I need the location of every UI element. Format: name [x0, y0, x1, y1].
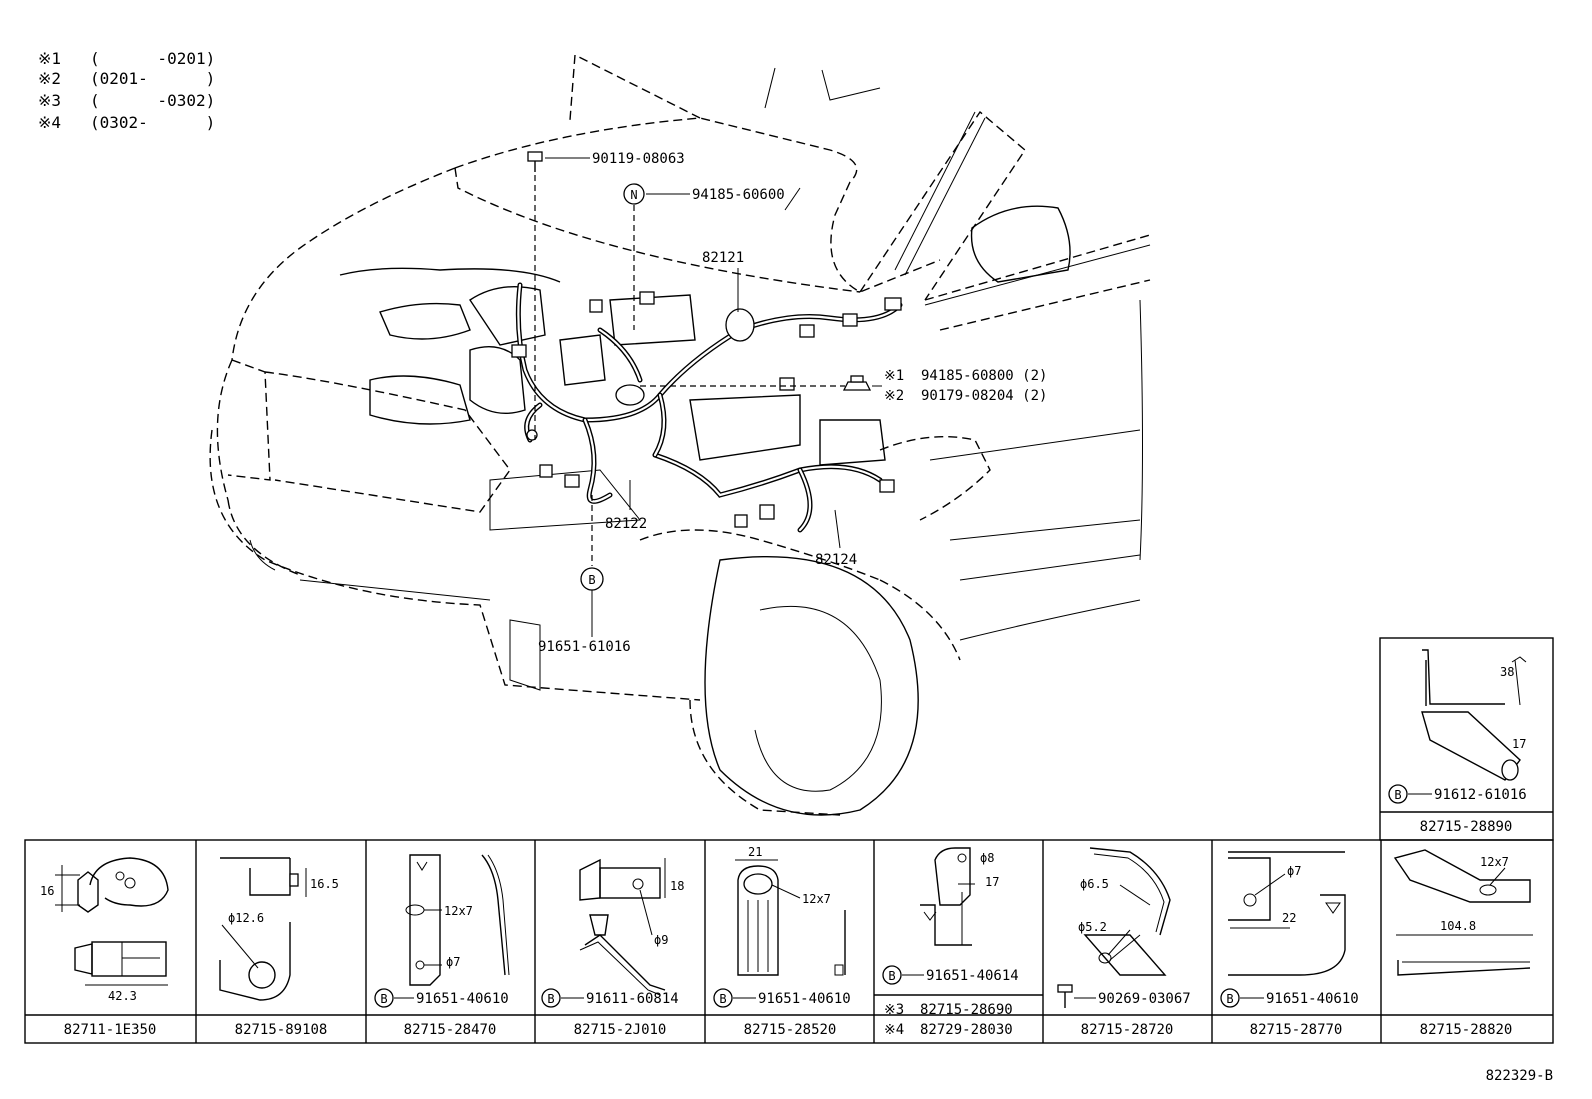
- box6-marker-icon: [882, 965, 902, 985]
- bolt-icon: [527, 151, 543, 172]
- callout-note1-mark: ※1: [884, 368, 904, 384]
- box8-dim-a: ϕ7: [1287, 864, 1301, 878]
- box1-caption: 82711-1E350: [64, 1022, 157, 1038]
- rivet-icon: [1057, 984, 1073, 1008]
- legend-range-4: (0302- ): [90, 113, 215, 132]
- callouts: 90119-08063 N 94185-60600 82121 ※1 94185…: [527, 151, 1047, 655]
- side-sub-part: 91612-61016: [1434, 787, 1527, 803]
- box3-sub-part: 91651-40610: [416, 991, 509, 1007]
- box6-caption-1: 82715-28690: [920, 1002, 1013, 1018]
- box4-dim-b: ϕ9: [654, 933, 668, 947]
- box7-dim-b: ϕ5.2: [1078, 920, 1107, 934]
- box8-dim-b: 22: [1282, 911, 1296, 925]
- box2-dim-a: 16.5: [310, 877, 339, 891]
- box1-dim-a: 16: [40, 884, 54, 898]
- box7-sub-part: 90269-03067: [1098, 991, 1191, 1007]
- box8-marker-label: B: [1226, 992, 1233, 1006]
- box4-marker-label: B: [547, 992, 554, 1006]
- part-box-8: ϕ7 22 B 91651-40610 82715-28770: [1220, 851, 1359, 1038]
- wire-harness: [511, 282, 903, 533]
- diagram-code: 822329-B: [1486, 1068, 1553, 1084]
- legend-mark-4: ※4: [38, 113, 61, 132]
- flange-nut-icon: [842, 375, 872, 391]
- legend-range-3: ( -0302): [90, 91, 215, 110]
- nut-marker-label: N: [630, 188, 637, 202]
- callout-wire-main: 82121: [702, 250, 744, 266]
- side-caption: 82715-28890: [1420, 819, 1513, 835]
- callout-wire-front: 82124: [815, 552, 857, 568]
- box9-dim-a: 12x7: [1480, 855, 1509, 869]
- box5-marker-icon: [713, 988, 733, 1008]
- box8-marker-icon: [1220, 988, 1240, 1008]
- box4-caption: 82715-2J010: [574, 1022, 667, 1038]
- callout-note2-mark: ※2: [884, 388, 904, 404]
- part-box-5: 21 12x7 B 91651-40610 82715-28520: [713, 845, 851, 1038]
- legend-mark-3: ※3: [38, 91, 61, 110]
- box6-caption-2: 82729-28030: [920, 1022, 1013, 1038]
- side-part-box: 38 17 B 91612-61016 82715-28890: [1379, 637, 1554, 841]
- box4-sub-part: 91611-60814: [586, 991, 679, 1007]
- box6-dim-b: 17: [985, 875, 999, 889]
- legend-range-2: (0201- ): [90, 69, 215, 88]
- legend: ※1 ( -0201) ※2 (0201- ) ※3 ( -0302) ※4 (…: [38, 49, 215, 132]
- box3-dim-a: 12x7: [444, 904, 473, 918]
- part-box-6: ϕ8 17 B 91651-40614 ※3 82715-28690 ※4 82…: [874, 847, 1043, 1038]
- box8-caption: 82715-28770: [1250, 1022, 1343, 1038]
- box5-marker-label: B: [719, 992, 726, 1006]
- legend-mark-2: ※2: [38, 69, 61, 88]
- callout-wire-engine: 82122: [605, 516, 647, 532]
- box4-dim-a: 18: [670, 879, 684, 893]
- legend-mark-1: ※1: [38, 49, 61, 68]
- box6-caption-mark-2: ※4: [884, 1022, 904, 1038]
- box5-caption: 82715-28520: [744, 1022, 837, 1038]
- part-box-7: ϕ6.5 ϕ5.2 90269-03067 82715-28720: [1057, 847, 1191, 1038]
- box5-sub-part: 91651-40610: [758, 991, 851, 1007]
- box6-sub-part: 91651-40614: [926, 968, 1019, 984]
- box3-marker-label: B: [380, 992, 387, 1006]
- clamp-marker-label: B: [588, 573, 595, 587]
- box4-marker-icon: [541, 988, 561, 1008]
- legend-range-1: ( -0201): [90, 49, 215, 68]
- box5-dim-b: 12x7: [802, 892, 831, 906]
- box7-dim-a: ϕ6.5: [1080, 877, 1109, 891]
- callout-bolt: 90119-08063: [592, 151, 685, 167]
- side-marker-label: B: [1394, 788, 1401, 802]
- part-box-1: 16 42.3 82711-1E350: [40, 857, 169, 1038]
- part-box-4: 18 ϕ9 B 91611-60814 82715-2J010: [541, 858, 684, 1038]
- box9-caption: 82715-28820: [1420, 1022, 1513, 1038]
- box6-dim-a: ϕ8: [980, 851, 994, 865]
- box5-dim-a: 21: [748, 845, 762, 859]
- box2-dim-b: ϕ12.6: [228, 911, 264, 925]
- box2-caption: 82715-89108: [235, 1022, 328, 1038]
- vehicle-body-outline: [209, 54, 1151, 816]
- callout-note1: 94185-60800 (2): [921, 368, 1047, 384]
- box6-marker-label: B: [888, 969, 895, 983]
- box6-caption-mark-1: ※3: [884, 1002, 904, 1018]
- engine-bay: [339, 267, 886, 466]
- box3-caption: 82715-28470: [404, 1022, 497, 1038]
- box3-dim-b: ϕ7: [446, 955, 460, 969]
- callout-clamp: 91651-61016: [538, 639, 631, 655]
- box9-dim-b: 104.8: [1440, 919, 1476, 933]
- box1-dim-b: 42.3: [108, 989, 137, 1003]
- callout-nut: 94185-60600: [692, 187, 785, 203]
- box7-caption: 82715-28720: [1081, 1022, 1174, 1038]
- bottom-parts-strip: 16 42.3 82711-1E350 16.5 ϕ12.6 82715-891…: [24, 839, 1554, 1044]
- side-dim-height: 38: [1500, 665, 1514, 679]
- box3-marker-icon: [374, 988, 394, 1008]
- part-box-3: 12x7 ϕ7 B 91651-40610 82715-28470: [374, 854, 510, 1038]
- callout-note2: 90179-08204 (2): [921, 388, 1047, 404]
- part-box-2: 16.5 ϕ12.6 82715-89108: [219, 857, 339, 1038]
- box8-sub-part: 91651-40610: [1266, 991, 1359, 1007]
- nut-marker-icon: [623, 183, 645, 205]
- side-marker-icon: [1388, 784, 1408, 804]
- side-dim-width: 17: [1512, 737, 1526, 751]
- part-box-9: 12x7 104.8 82715-28820: [1393, 849, 1533, 1038]
